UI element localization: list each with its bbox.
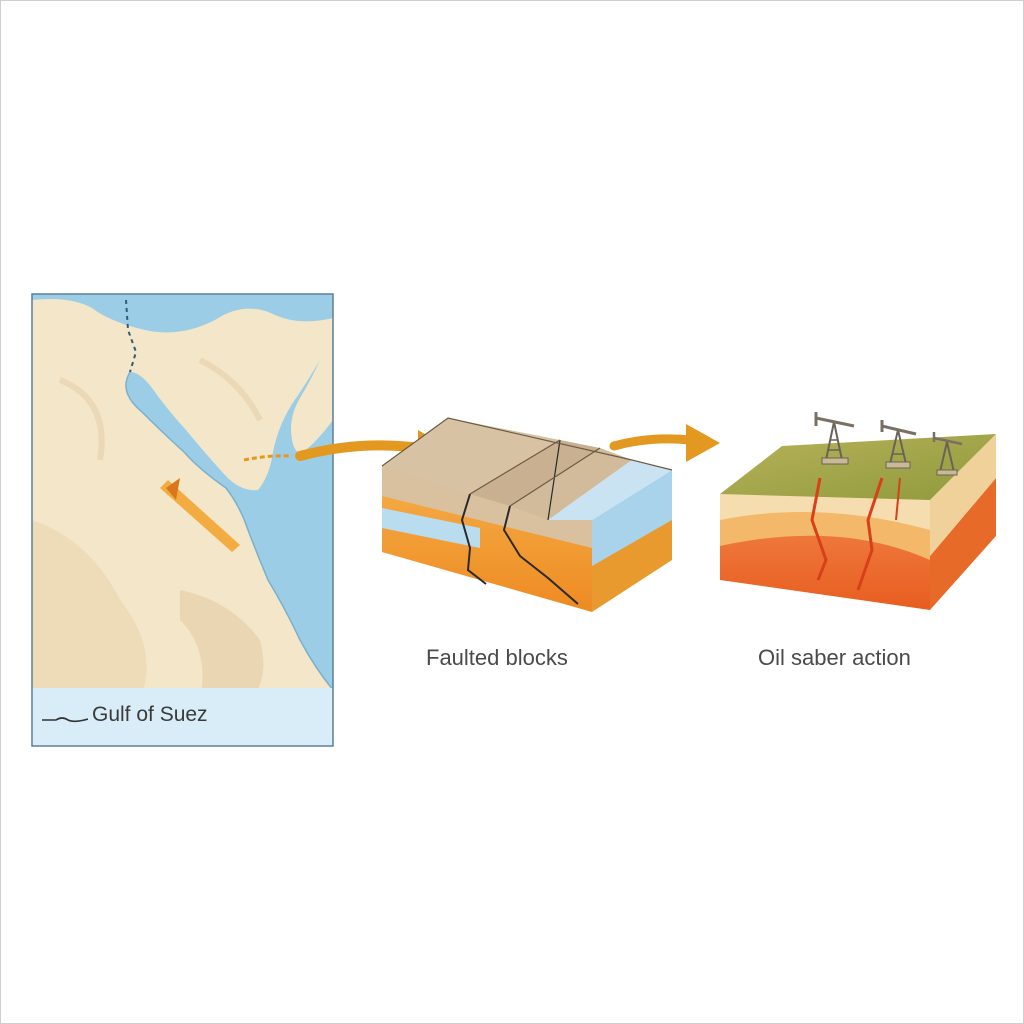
pumpjack-icon (814, 412, 855, 465)
map-frame (31, 293, 334, 747)
oil-field-diagram (720, 434, 996, 610)
pumpjack-icon (932, 432, 963, 476)
map-panel (32, 294, 333, 746)
oil-caption: Oil saber action (758, 645, 911, 670)
coastline-legend-icon (42, 717, 88, 723)
faulted-blocks-diagram (381, 417, 673, 612)
flow-arrow (609, 424, 720, 462)
map-legend-label: Gulf of Suez (92, 703, 208, 726)
pumpjack-icon (880, 420, 917, 469)
faulted-blocks-caption: Faulted blocks (426, 645, 568, 670)
